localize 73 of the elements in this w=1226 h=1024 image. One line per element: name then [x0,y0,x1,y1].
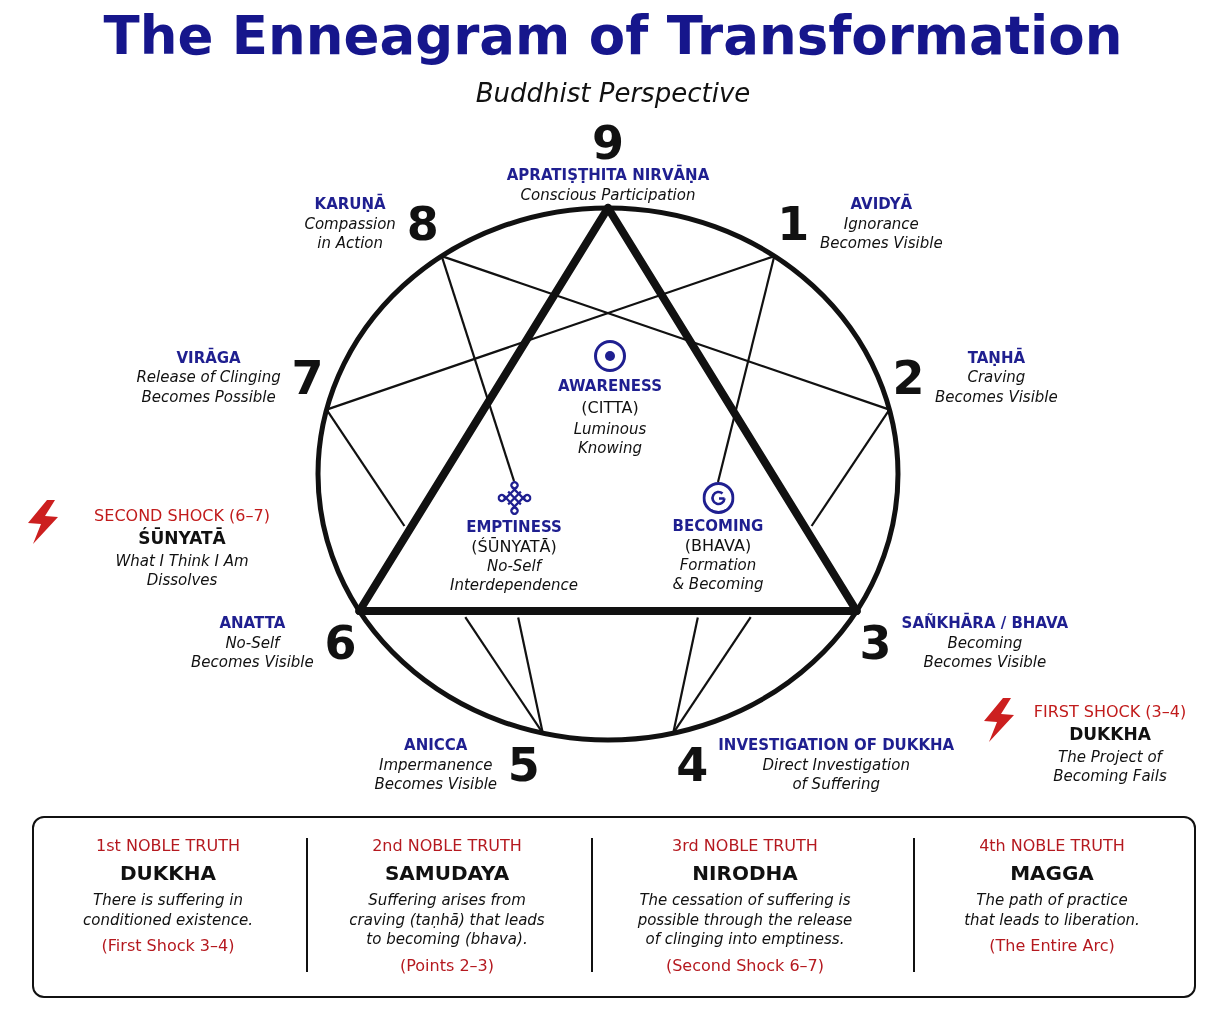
connecting-line [440,255,516,482]
truth-heading: 4th NOBLE TRUTH [979,836,1125,856]
subtitle: Buddhist Perspective [475,78,751,110]
point-number: 4 [676,742,709,789]
truth-reference: (Second Shock 6–7) [665,955,824,976]
point-name: TAṆHĀ [967,348,1026,368]
description: Formation & Becoming [671,555,765,594]
connecting-line [517,617,544,734]
connecting-line [672,617,699,734]
truth-reference: (Points 2–3) [400,955,494,976]
truth-description: The cessation of suffering is possible through the release of clinging into emptiness. [637,891,853,950]
inner-subheading: (BHAVA) [684,535,752,556]
point-name: AVIDYĀ [850,194,913,215]
point-number: 5 [507,742,540,789]
point-number: 9 [592,120,624,166]
truth-heading: 2nd NOBLE TRUTH [372,836,522,856]
description: What I Think I Am Dissolves [114,552,250,590]
triangle-side [355,204,612,615]
triangle-side [355,607,861,615]
point-name: VIRĀGA [176,348,241,368]
truth-heading: 3rd NOBLE TRUTH [672,836,818,856]
shock-term: ŚŪNYATĀ [138,528,226,550]
truths-panel [32,816,1196,998]
inner-heading: AWARENESS [558,377,662,396]
point-number: 3 [859,620,892,667]
inner-subheading: (CITTA) [581,398,639,418]
truth-description: Suffering arises from craving (taṇhā) that leads to becoming (bhava). [348,891,546,950]
truth-name: SAMUDAYA [384,861,510,885]
point-number: 8 [406,200,439,247]
truth-name: DUKKHA [119,861,217,885]
point-description: Ignorance Becomes Visible [819,214,944,254]
point-name: APRATIṢṬHITA NIRVĀṆA [506,166,710,186]
point-number: 7 [291,354,324,401]
point-description: No-Self Becomes Visible [190,633,315,673]
shock-term: DUKKHA [1069,724,1151,746]
point-number: 6 [324,620,357,667]
connecting-line [716,255,776,483]
point-description: Becoming Becomes Visible [922,633,1047,673]
shock-heading: FIRST SHOCK (3–4) [1033,702,1187,722]
point-description: Conscious Participation [520,185,696,205]
point-number: 2 [892,354,925,401]
truth-name: NIRODHA [692,861,798,885]
inner-heading: BECOMING [672,517,764,536]
description: Luminous Knowing [573,420,647,458]
point-name: ANICCA [404,736,468,756]
connecting-line [441,255,890,411]
truth-name: MAGGA [1010,861,1094,885]
connecting-line [325,409,406,527]
truth-description: The path of practice that leads to liberation. [963,891,1141,930]
point-description: Craving Becomes Visible [934,367,1059,407]
point-number: 1 [777,200,810,247]
point-description: Release of Clinging Becomes Possible [135,367,282,407]
point-description: Direct Investigation of Suffering [761,755,911,795]
connecting-line [672,616,752,734]
truth-description: There is suffering in conditioned existence. [82,891,254,930]
shock-heading: SECOND SHOCK (6–7) [94,506,270,526]
point-name: ANATTA [219,614,286,634]
connecting-line [326,255,775,411]
truth-reference: (The Entire Arc) [989,936,1115,956]
inner-heading: EMPTINESS [466,518,562,537]
point-description: Compassion in Action [303,214,397,254]
inner-subheading: (ŚŪNYATĀ) [471,536,557,557]
point-name: KARUṆĀ [314,194,386,215]
truth-heading: 1st NOBLE TRUTH [96,836,240,856]
point-name: SAÑKHĀRA / BHAVA [901,614,1069,634]
point-name: INVESTIGATION OF DUKKHA [718,736,955,756]
description: No-Self Interdependence [449,556,579,595]
point-description: Impermanence Becomes Visible [373,755,498,795]
title: The Enneagram of Transformation [103,6,1123,67]
connecting-line [810,409,891,527]
truth-reference: (First Shock 3–4) [101,936,235,956]
description: The Project of Becoming Fails [1052,748,1168,786]
connecting-line [464,616,544,734]
